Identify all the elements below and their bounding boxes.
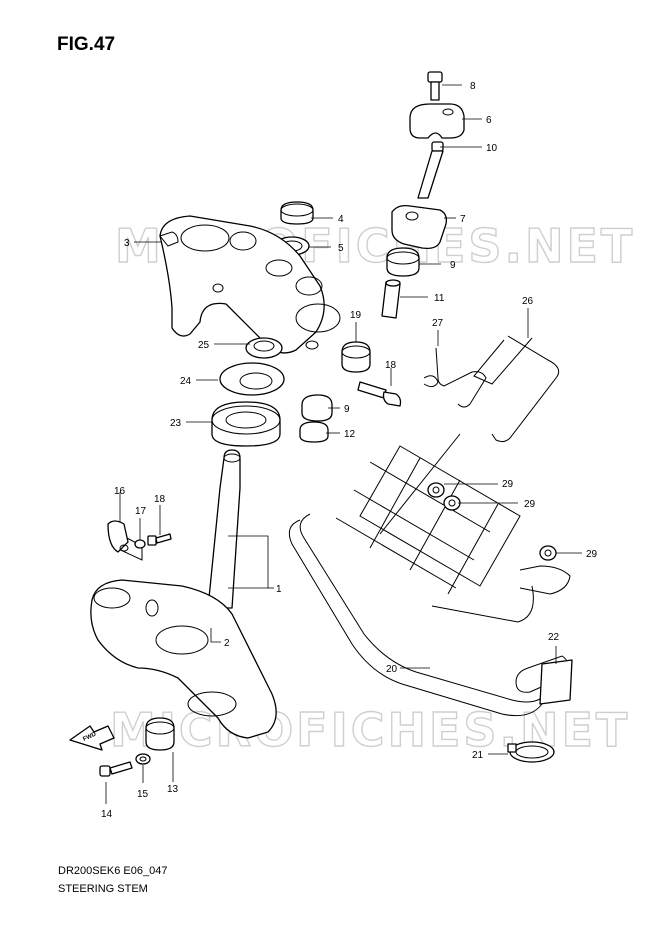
callout-29-a: 29 <box>502 479 514 490</box>
callout-15: 15 <box>137 789 149 800</box>
callout-17: 17 <box>135 506 147 517</box>
callout-9-lower: 9 <box>344 404 350 415</box>
part-9-cushion-lower <box>301 394 333 422</box>
part-29-washer-b <box>443 495 461 511</box>
part-28-spring <box>423 347 487 408</box>
part-25-washer <box>219 362 285 396</box>
part-18-bolt <box>147 533 172 546</box>
figure-caption: STEERING STEM <box>58 883 148 895</box>
callout-21: 20 <box>386 664 398 675</box>
part-4-cap <box>280 201 314 225</box>
part-26-steering-stem-nut <box>245 337 283 359</box>
callout-4: 4 <box>338 214 344 225</box>
callout-10: 10 <box>486 143 498 154</box>
callout-23: 22 <box>548 632 560 643</box>
part-7-handlebar-holder-lower <box>391 204 448 250</box>
part-24-bearing <box>211 401 281 447</box>
callout-12: 12 <box>344 429 356 440</box>
part-3-upper-bracket <box>159 215 341 354</box>
model-code: DR200SEK6 E06_047 <box>58 865 168 877</box>
part-15-washer <box>135 753 151 765</box>
callout-labels: 8 6 10 7 9 11 4 5 3 19 27 26 18 25 24 23… <box>101 81 598 820</box>
callout-24: 23 <box>170 418 182 429</box>
callout-18: 18 <box>154 494 166 505</box>
callout-25: 24 <box>180 376 192 387</box>
callout-22: 21 <box>472 750 484 761</box>
part-12-collar <box>299 421 329 443</box>
callout-14: 14 <box>101 809 113 820</box>
callout-19: 18 <box>385 360 397 371</box>
callout-8: 8 <box>470 81 476 92</box>
part-14-bolt <box>99 761 133 777</box>
part-29-washer-a <box>427 482 445 498</box>
callout-7: 7 <box>460 214 466 225</box>
fwd-label: FWD <box>82 731 98 742</box>
part-11-collar <box>381 279 401 319</box>
fwd-arrow-icon: FWD <box>69 725 115 751</box>
part-20-grommet <box>341 341 371 373</box>
part-1-steering-stem <box>90 449 277 739</box>
callout-3: 3 <box>124 238 130 249</box>
callout-20: 19 <box>350 310 362 321</box>
part-10-stud-bolt <box>417 141 444 199</box>
callout-6: 6 <box>486 115 492 126</box>
callout-26: 25 <box>198 340 210 351</box>
part-22-clamp <box>507 741 555 763</box>
part-27-wire-bracket <box>473 335 560 443</box>
callout-9-upper: 9 <box>450 260 456 271</box>
part-9-cushion-upper <box>386 247 420 277</box>
part-16-clamp <box>107 520 129 553</box>
part-6-handlebar-holder-upper <box>409 103 465 139</box>
callout-16: 16 <box>114 486 126 497</box>
part-23-pad <box>539 659 573 705</box>
part-8-bolt <box>427 71 443 101</box>
part-29-washer-c <box>539 545 557 561</box>
callout-11: 11 <box>434 293 445 304</box>
callout-5: 5 <box>338 243 344 254</box>
part-13-grommet <box>145 717 175 751</box>
callout-28: 27 <box>432 318 444 329</box>
callout-13: 13 <box>167 784 179 795</box>
figure-title: FIG.47 <box>57 34 116 55</box>
callout-29-b: 29 <box>524 499 536 510</box>
leader-lines <box>105 84 582 804</box>
callout-29-c: 29 <box>586 549 598 560</box>
part-17-washer <box>134 539 146 549</box>
callout-27: 26 <box>522 296 534 307</box>
callout-1: 1 <box>276 584 282 595</box>
part-19-bolt <box>357 381 402 407</box>
callout-2: 2 <box>224 638 230 649</box>
part-21-front-carrier <box>288 433 571 717</box>
